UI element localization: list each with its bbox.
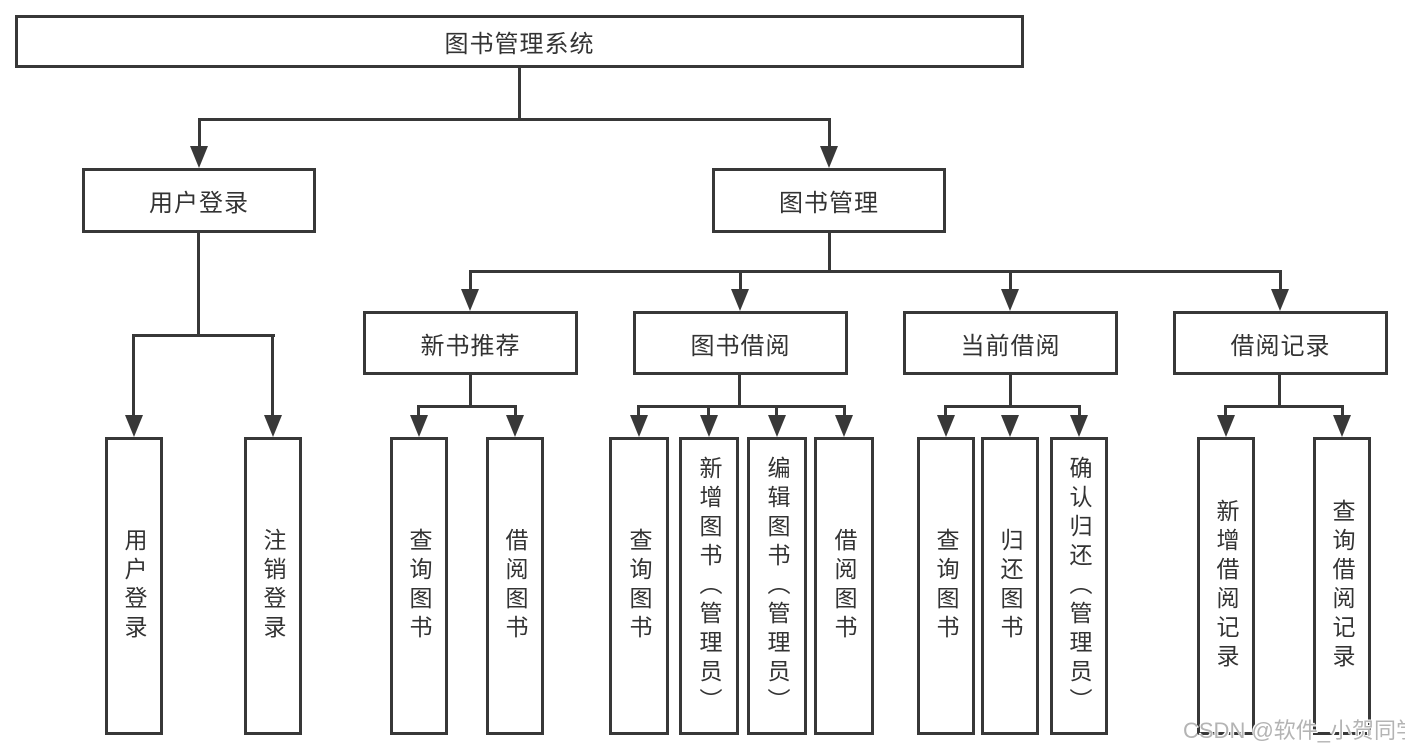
arrow-down-icon — [768, 415, 786, 437]
connector-line — [1224, 405, 1227, 419]
node-label: 图书管理 — [779, 190, 879, 217]
leaf-label: 借阅图书 — [502, 528, 528, 644]
connector-line — [1341, 405, 1344, 419]
connector-line — [132, 334, 275, 337]
connector-line — [271, 334, 274, 420]
connector-line — [469, 270, 472, 292]
arrow-down-icon — [1333, 415, 1351, 437]
arrow-down-icon — [1001, 415, 1019, 437]
connector-line — [469, 375, 472, 408]
connector-line — [1278, 375, 1281, 408]
arrow-down-icon — [630, 415, 648, 437]
connector-line — [944, 405, 1081, 408]
node-label: 图书管理系统 — [444, 31, 595, 58]
connector-line — [1279, 270, 1282, 292]
connector-line — [1224, 405, 1344, 408]
connector-line — [944, 405, 947, 419]
connector-line — [198, 118, 201, 150]
leaf-label: 编辑图书（管理员） — [764, 455, 790, 717]
leaf-query-books-borrowing: 查询图书 — [609, 437, 669, 735]
leaf-query-books-recommend: 查询图书 — [390, 437, 448, 735]
node-library-management-system: 图书管理系统 — [15, 15, 1024, 68]
leaf-return-books: 归还图书 — [981, 437, 1039, 735]
arrow-down-icon — [190, 146, 208, 168]
connector-line — [637, 405, 846, 408]
arrow-down-icon — [835, 415, 853, 437]
leaf-query-books-current: 查询图书 — [917, 437, 975, 735]
connector-line — [828, 233, 831, 273]
leaf-add-book-admin: 新增图书（管理员） — [679, 437, 739, 735]
arrow-down-icon — [1070, 415, 1088, 437]
leaf-add-borrow-record: 新增借阅记录 — [1197, 437, 1255, 735]
node-label: 新书推荐 — [420, 332, 521, 360]
arrow-down-icon — [461, 289, 479, 311]
node-label: 当前借阅 — [960, 332, 1061, 360]
connector-line — [417, 405, 420, 419]
node-user-login: 用户登录 — [82, 168, 316, 233]
arrow-down-icon — [1001, 289, 1019, 311]
arrow-down-icon — [1271, 289, 1289, 311]
connector-line — [198, 118, 831, 121]
connector-line — [1078, 405, 1081, 419]
leaf-label: 注销登录 — [260, 528, 286, 644]
arrow-down-icon — [410, 415, 428, 437]
connector-line — [417, 405, 517, 408]
node-label: 用户登录 — [149, 190, 249, 217]
leaf-label: 确认归还（管理员） — [1066, 455, 1092, 717]
connector-line — [707, 405, 710, 419]
connector-line — [514, 405, 517, 419]
node-label: 图书借阅 — [690, 332, 791, 360]
connector-line — [843, 405, 846, 419]
connector-line — [828, 118, 831, 150]
connector-line — [1009, 270, 1012, 292]
leaf-label: 借阅图书 — [831, 528, 857, 644]
connector-line — [469, 270, 1282, 273]
node-borrowing-records: 借阅记录 — [1173, 311, 1388, 375]
leaf-logout: 注销登录 — [244, 437, 302, 735]
leaf-user-login: 用户登录 — [105, 437, 163, 735]
leaf-borrow-books-recommend: 借阅图书 — [486, 437, 544, 735]
csdn-watermark: CSDN @软件_小贺同学 — [1183, 718, 1405, 743]
connector-line — [739, 270, 742, 292]
arrow-down-icon — [820, 146, 838, 168]
arrow-down-icon — [506, 415, 524, 437]
leaf-label: 查询图书 — [406, 528, 432, 644]
leaf-confirm-return-admin: 确认归还（管理员） — [1050, 437, 1108, 735]
arrow-down-icon — [937, 415, 955, 437]
connector-line — [518, 66, 521, 121]
leaf-label: 归还图书 — [997, 528, 1023, 644]
arrow-down-icon — [731, 289, 749, 311]
leaf-label: 查询图书 — [626, 528, 652, 644]
arrow-down-icon — [1217, 415, 1235, 437]
node-label: 借阅记录 — [1230, 332, 1331, 360]
leaf-label: 新增图书（管理员） — [696, 455, 722, 717]
leaf-query-borrow-record: 查询借阅记录 — [1313, 437, 1371, 735]
arrow-down-icon — [125, 415, 143, 437]
node-current-borrowing: 当前借阅 — [903, 311, 1118, 375]
arrow-down-icon — [264, 415, 282, 437]
leaf-label: 用户登录 — [121, 528, 147, 644]
connector-line — [197, 233, 200, 337]
arrow-down-icon — [700, 415, 718, 437]
connector-line — [132, 334, 135, 420]
leaf-label: 查询图书 — [933, 528, 959, 644]
node-book-borrowing: 图书借阅 — [633, 311, 848, 375]
leaf-edit-book-admin: 编辑图书（管理员） — [747, 437, 807, 735]
node-new-book-recommendation: 新书推荐 — [363, 311, 578, 375]
connector-line — [738, 375, 741, 408]
connector-line — [775, 405, 778, 419]
leaf-borrow-books: 借阅图书 — [814, 437, 874, 735]
connector-line — [1009, 375, 1012, 408]
connector-line — [637, 405, 640, 419]
leaf-label: 查询借阅记录 — [1329, 499, 1355, 673]
node-book-management: 图书管理 — [712, 168, 946, 233]
leaf-label: 新增借阅记录 — [1213, 499, 1239, 673]
